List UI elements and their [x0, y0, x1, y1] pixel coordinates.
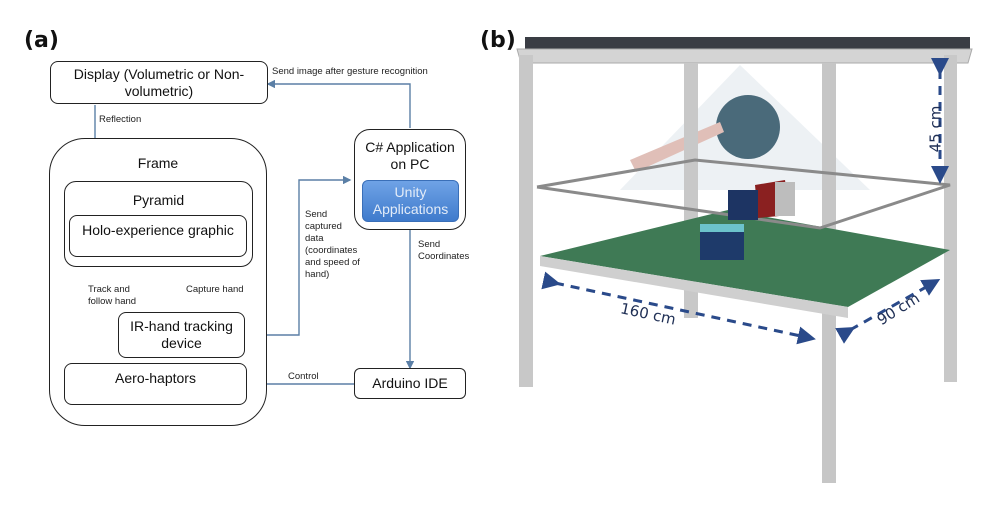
edge-label-control: Control	[288, 371, 319, 382]
frame-label: Frame	[137, 155, 179, 171]
aero-label: Aero-haptors	[115, 370, 196, 386]
arduino-label: Arduino IDE	[372, 375, 448, 391]
panel-b-label: (b)	[480, 28, 516, 53]
pyramid-label: Pyramid	[132, 192, 185, 208]
edge-label-send-coords: Send Coordinates	[418, 239, 470, 262]
display-box: Display (Volumetric or Non-volumetric)	[50, 61, 268, 104]
holo-label: Holo-experience graphic	[82, 222, 234, 238]
display-label: Display (Volumetric or Non-volumetric)	[73, 65, 245, 99]
arrow-send-captured	[247, 175, 352, 336]
cyan-block	[700, 224, 744, 232]
globe	[716, 95, 780, 159]
panel-a-label: (a)	[24, 28, 59, 53]
edge-label-track: Track and follow hand	[88, 284, 137, 307]
blue-block	[700, 228, 744, 260]
edge-label-send-image: Send image after gesture recognition	[272, 66, 428, 77]
dim-length-arrow	[541, 271, 816, 345]
edge-label-capture: Capture hand	[186, 284, 244, 295]
leg-front-left	[519, 55, 533, 387]
base-frame	[540, 256, 848, 318]
arrow-send-image	[266, 79, 411, 128]
ir-label: IR-hand tracking device	[130, 318, 233, 351]
grey-block	[775, 182, 795, 216]
ir-tracking-box: IR-hand tracking device	[118, 312, 245, 358]
hologram-pyramid	[620, 65, 870, 190]
aero-haptors-box: Aero-haptors	[64, 363, 247, 405]
unity-label: Unity Applications	[372, 184, 449, 217]
unity-box: Unity Applications	[362, 180, 459, 222]
green-base	[540, 210, 950, 307]
middle-rail	[536, 158, 951, 230]
dim-height-label: 45 cm	[926, 105, 945, 153]
leg-back-right	[944, 55, 957, 382]
leg-back-left	[684, 63, 698, 318]
table-top	[525, 37, 970, 49]
hand-arm	[630, 122, 724, 172]
top-frame	[516, 48, 973, 64]
leg-front-right	[822, 63, 836, 483]
arduino-box: Arduino IDE	[354, 368, 466, 399]
csharp-label: C# Application on PC	[365, 139, 455, 172]
red-block	[755, 180, 790, 218]
dim-length-label: 160 cm	[618, 299, 678, 329]
edge-label-send-captured: Send captured data (coordinates and spee…	[305, 209, 360, 280]
navy-block	[728, 190, 758, 220]
holo-box: Holo-experience graphic	[69, 215, 247, 257]
dim-depth-label: 90 cm	[873, 288, 923, 330]
edge-label-reflection: Reflection	[99, 114, 142, 125]
